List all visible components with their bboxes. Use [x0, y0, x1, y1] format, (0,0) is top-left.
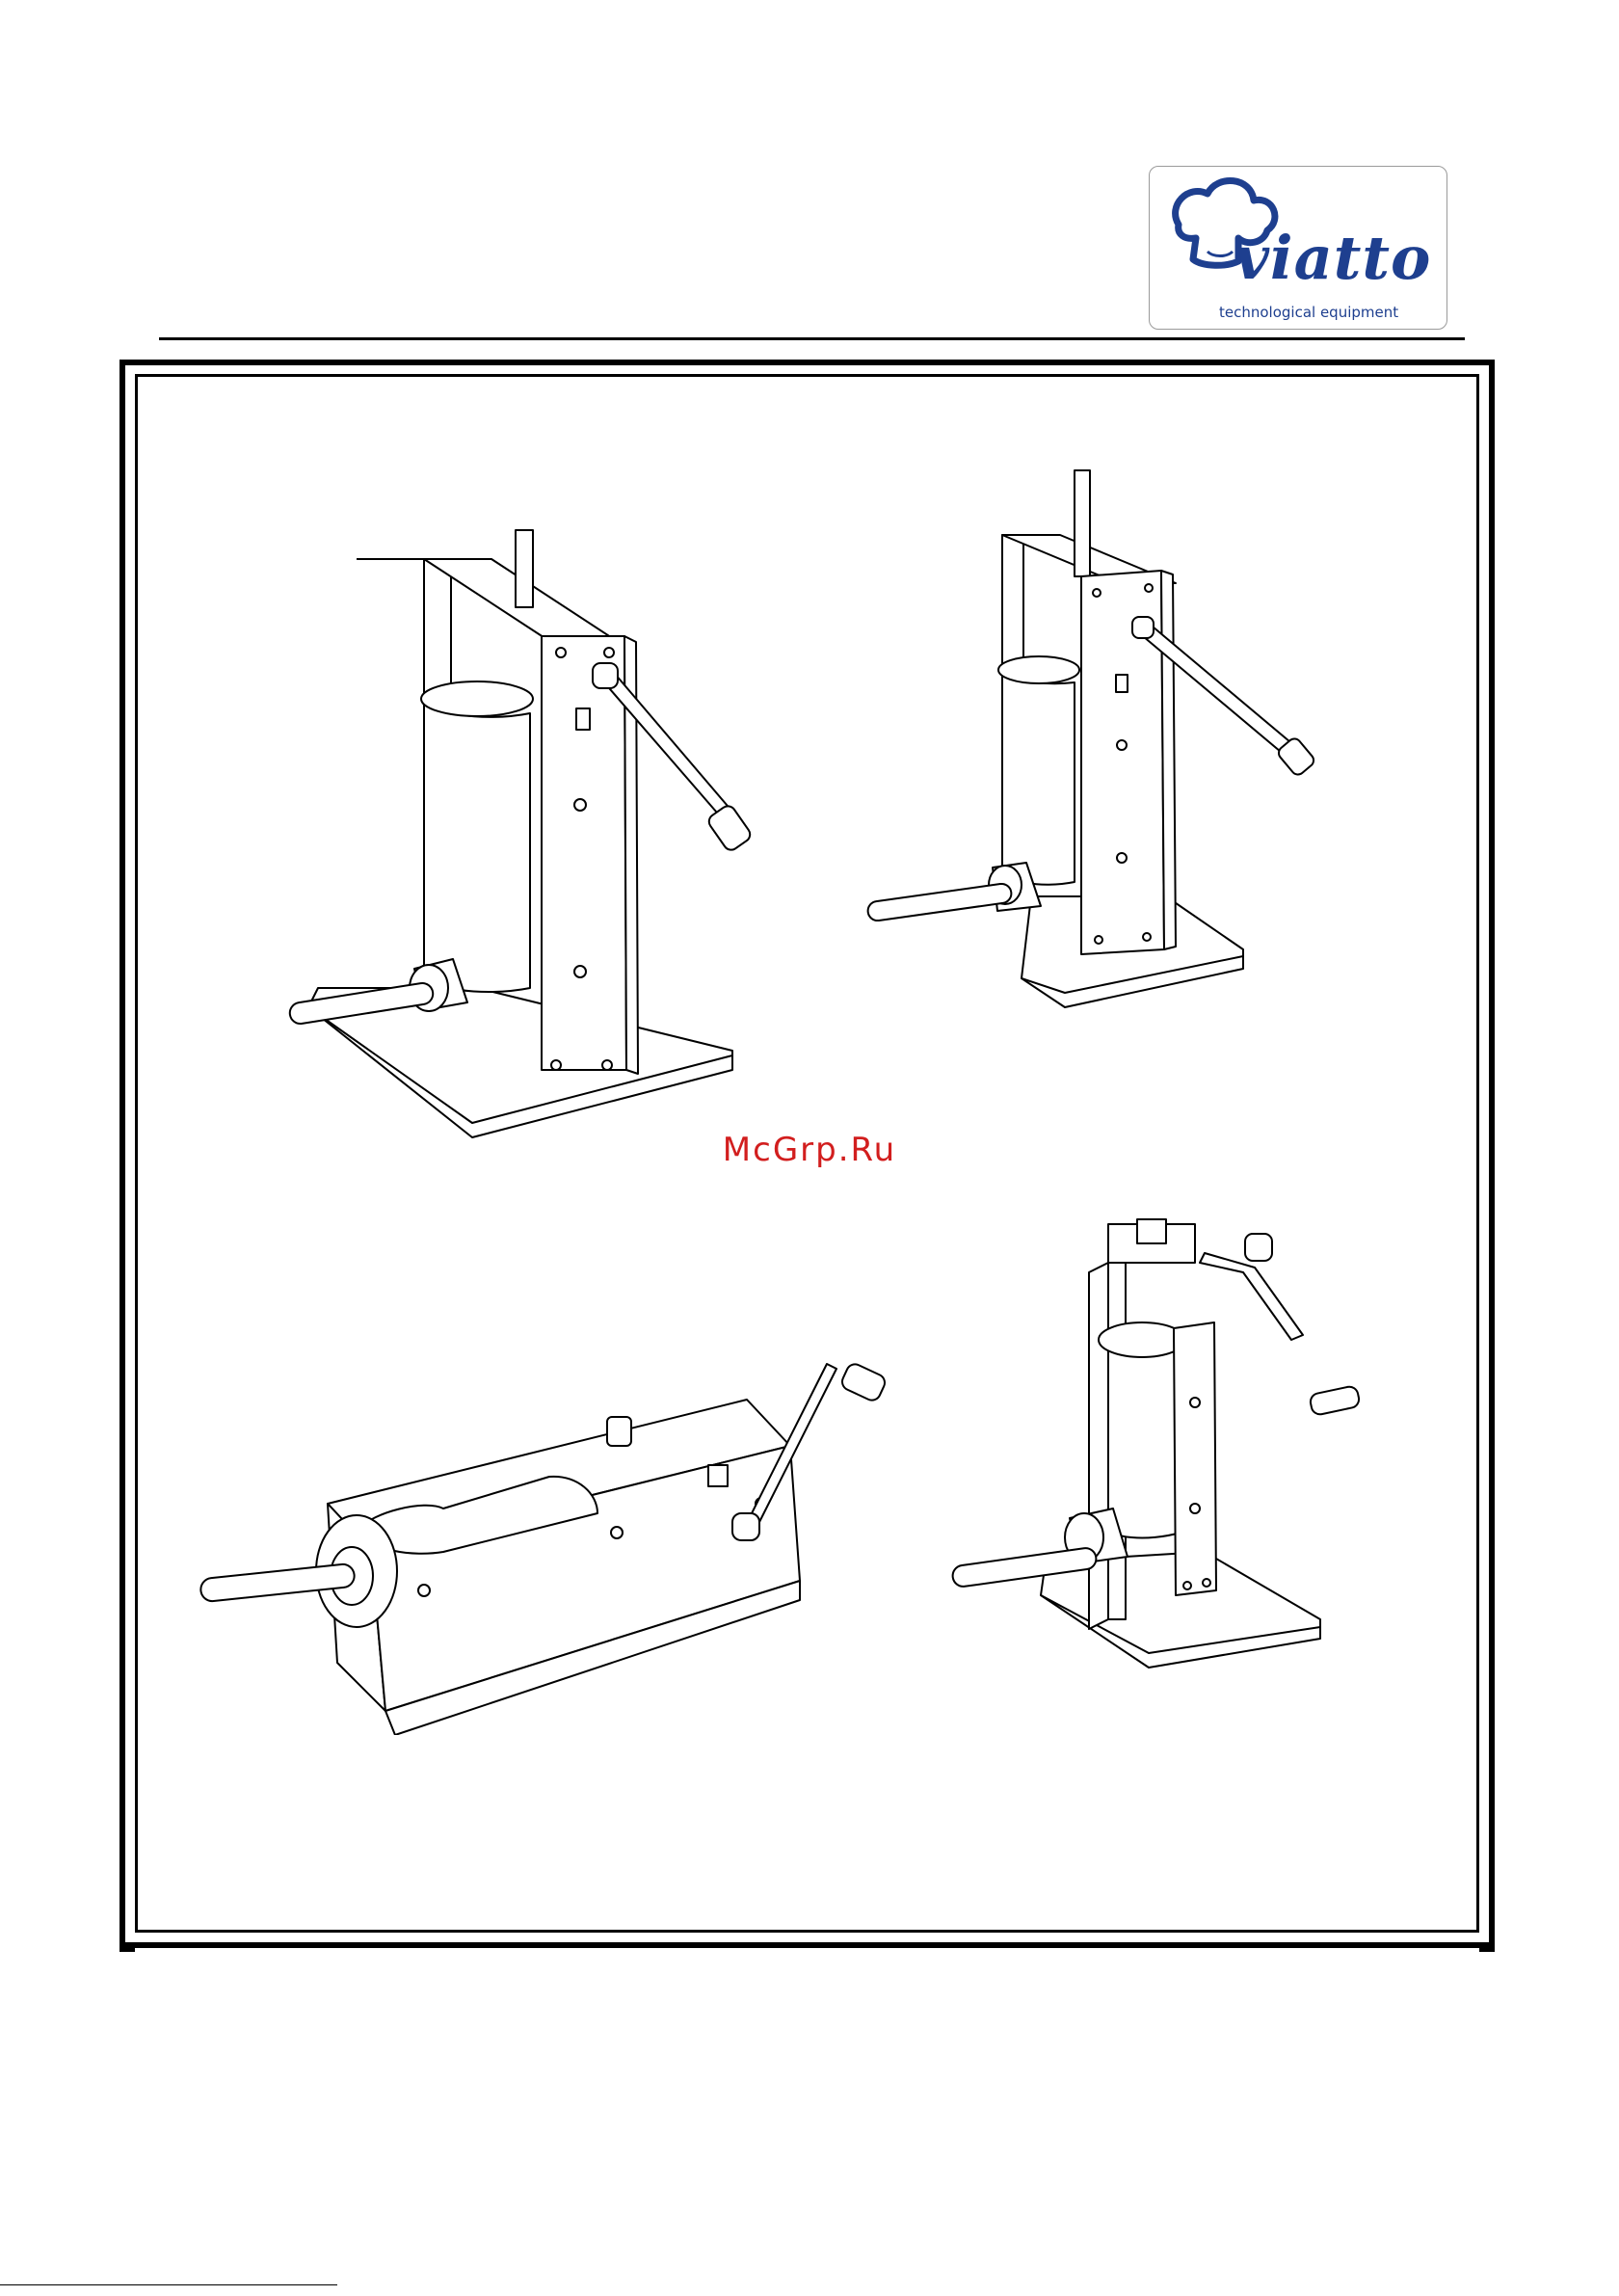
watermark: McGrp.Ru — [0, 1131, 1619, 1169]
header-rule — [159, 337, 1465, 340]
frame-corner — [1479, 1942, 1495, 1952]
vertical-sausage-stuffer-large-icon — [270, 501, 771, 1157]
footer-rule — [0, 2284, 337, 2285]
horizontal-sausage-stuffer-icon — [193, 1330, 925, 1735]
brand-logo: viatto technological equipment — [1149, 166, 1447, 330]
vertical-sausage-stuffer-crank-icon — [944, 1215, 1407, 1677]
brand-name: viatto — [1234, 228, 1431, 288]
vertical-sausage-stuffer-small-icon — [858, 453, 1320, 1031]
brand-tagline: technological equipment — [1219, 304, 1398, 321]
frame-corner — [119, 1942, 135, 1952]
